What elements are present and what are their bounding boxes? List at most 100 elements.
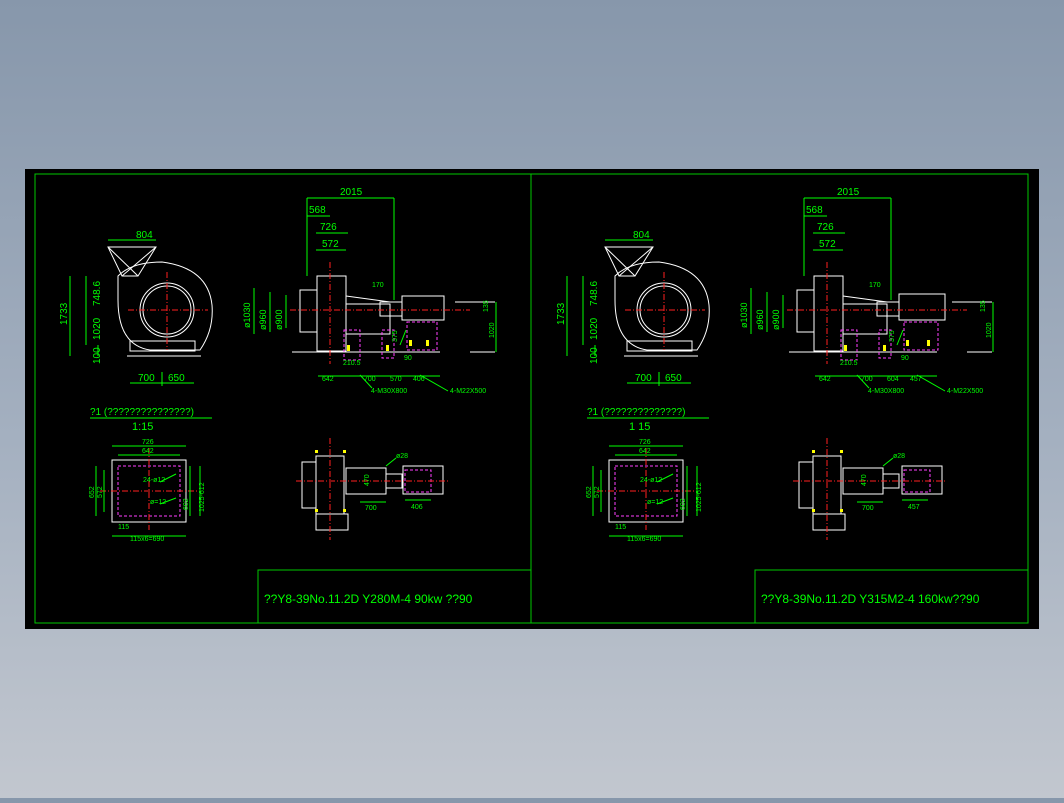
flange-572: 572 — [594, 486, 601, 498]
dim-front-700: 700 — [138, 373, 155, 384]
front-view — [107, 246, 213, 357]
dim-front-100: 100 — [92, 347, 103, 364]
plan-view — [793, 438, 947, 540]
drawing-paper — [25, 169, 1039, 629]
dim-side-135: 135 — [483, 300, 490, 312]
side-dimensions — [253, 197, 497, 392]
dim-side-170: 170 — [372, 282, 384, 289]
side-hidden — [343, 321, 438, 361]
dim-front-748: 748.6 — [92, 281, 103, 306]
side-bolts — [347, 340, 429, 351]
dim-side-642: 642 — [322, 376, 334, 383]
plan-700: 700 — [365, 505, 377, 512]
dim-side-210: 210.5 — [343, 360, 361, 367]
front-dimensions — [566, 239, 691, 386]
flange-652: 652 — [586, 486, 593, 498]
dim-side-604: 604 — [887, 376, 899, 383]
dim-side-170: 170 — [869, 282, 881, 289]
dim-front-700: 700 — [635, 373, 652, 384]
flange-1025: 1025-612 — [696, 482, 703, 512]
plan-470: 470 — [364, 474, 371, 486]
flange-726: 726 — [142, 439, 154, 446]
plan-bolts — [315, 450, 346, 512]
dim-side-2015: 2015 — [340, 187, 363, 198]
side-centerlines — [290, 262, 470, 364]
dim-side-90: 90 — [404, 355, 412, 362]
plan-700: 700 — [862, 505, 874, 512]
dim-side-700: 700 — [364, 376, 376, 383]
dim-side-375: 375 — [889, 330, 896, 342]
dim-front-width: 804 — [136, 230, 153, 241]
side-hidden — [840, 321, 939, 361]
flange-726: 726 — [639, 439, 651, 446]
flange-602: 602 — [680, 498, 687, 510]
dim-side-726: 726 — [817, 222, 834, 233]
front-centerlines — [625, 272, 705, 350]
flange-115: 115 — [615, 524, 626, 531]
flange-642: 642 — [639, 448, 651, 455]
side-bolts — [844, 340, 930, 351]
dim-front-650: 650 — [665, 373, 682, 384]
dim-side-572: 572 — [819, 239, 836, 250]
side-centerlines — [787, 262, 967, 364]
title-block — [754, 569, 1029, 624]
dim-front-height: 1733 — [556, 302, 567, 325]
flange-690: 115x6=690 — [627, 536, 661, 543]
dim-side-375: 375 — [392, 330, 399, 342]
flange-ring: ø=12 — [647, 499, 663, 506]
side-view — [292, 275, 495, 353]
sheet-right: ??Y8-39No.11.2D Y315M2-4 160kw??90 804 1 — [556, 187, 1029, 624]
flange-ring: ø=12 — [150, 499, 166, 506]
flange-scale: 1 15 — [629, 421, 650, 433]
dim-side-642: 642 — [819, 376, 831, 383]
title-text: ??Y8-39No.11.2D Y315M2-4 160kw??90 — [761, 592, 980, 606]
flange-115: 115 — [118, 524, 129, 531]
flange-drawing — [592, 445, 698, 537]
flange-602: 602 — [183, 498, 190, 510]
flange-scale: 1:15 — [132, 421, 153, 433]
dim-side-d960: ø960 — [755, 309, 765, 330]
side-view — [789, 275, 992, 353]
bolt-label-2: 4-M22X500 — [450, 388, 486, 395]
dim-side-406: 406 — [413, 376, 425, 383]
plan-d28: ø28 — [893, 453, 905, 460]
flange-642: 642 — [142, 448, 154, 455]
flange-caption: ?1 (??????????????) — [587, 407, 685, 418]
dim-side-2015: 2015 — [837, 187, 860, 198]
dim-side-570: 570 — [390, 376, 402, 383]
plan-d28: ø28 — [396, 453, 408, 460]
dim-side-d960: ø960 — [258, 309, 268, 330]
plan-470: 470 — [861, 474, 868, 486]
plan-bolts — [812, 450, 843, 512]
dim-side-1020: 1020 — [489, 322, 496, 338]
plan-view — [296, 438, 450, 540]
dim-side-572: 572 — [322, 239, 339, 250]
dim-side-d1030: ø1030 — [739, 302, 749, 328]
dim-side-d1030: ø1030 — [242, 302, 252, 328]
side-dimensions — [750, 197, 994, 392]
plan-406: 406 — [411, 504, 423, 511]
dim-side-568: 568 — [806, 205, 823, 216]
dim-side-1020: 1020 — [986, 322, 993, 338]
flange-652: 652 — [89, 486, 96, 498]
dim-front-height: 1733 — [59, 302, 70, 325]
dim-front-1020: 1020 — [589, 317, 600, 340]
dim-side-700: 700 — [861, 376, 873, 383]
flange-holes: 24-ø12 — [640, 477, 662, 484]
dim-front-650: 650 — [168, 373, 185, 384]
dim-side-d900: ø900 — [274, 309, 284, 330]
flange-1025: 1025-612 — [199, 482, 206, 512]
flange-572: 572 — [97, 486, 104, 498]
bolt-label-2: 4-M22X500 — [947, 388, 983, 395]
dim-side-726: 726 — [320, 222, 337, 233]
flange-holes: 24-ø12 — [143, 477, 165, 484]
dim-front-748: 748.6 — [589, 281, 600, 306]
dim-side-d900: ø900 — [771, 309, 781, 330]
flange-drawing — [95, 445, 201, 537]
front-centerlines — [128, 272, 208, 350]
dim-front-width: 804 — [633, 230, 650, 241]
dim-front-1020: 1020 — [92, 317, 103, 340]
dim-front-100: 100 — [589, 347, 600, 364]
